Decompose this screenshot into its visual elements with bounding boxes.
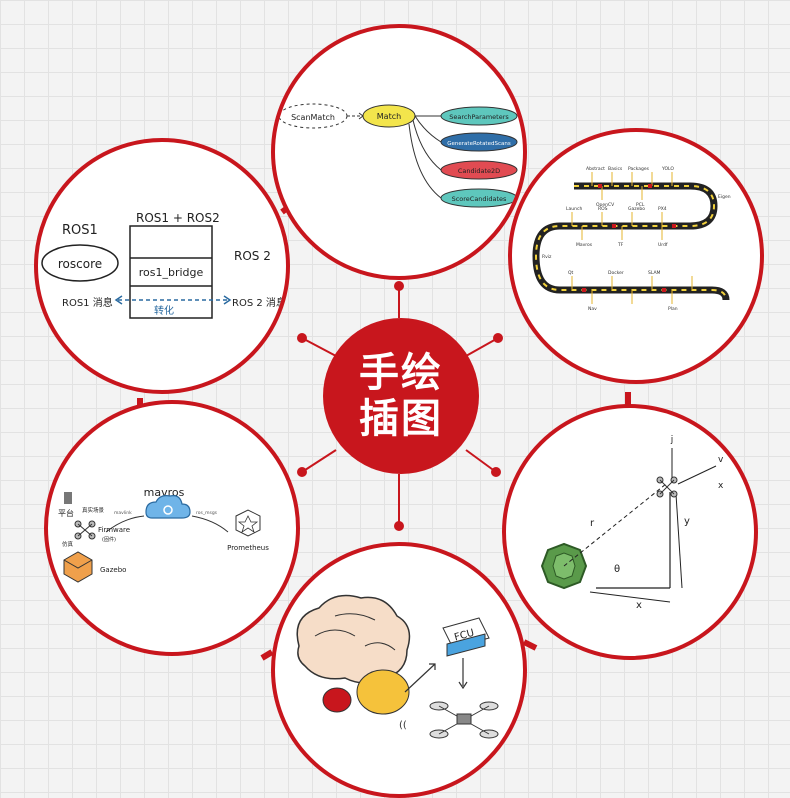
tower-icon [64, 492, 72, 504]
convert-label: 转化 [154, 304, 174, 317]
roadmap-label-3: YOLO [661, 166, 674, 172]
j-label: j [670, 435, 674, 445]
real-label: 真实场景 [82, 506, 105, 514]
mavros-bubble: mavros mavlink ros_msgs 平台 真实场景 Firmware… [44, 400, 300, 656]
roadmap-label-17: SLAM [648, 270, 661, 276]
bridge-label: ros1_bridge [139, 266, 204, 279]
firmware-cn-label: (固件) [102, 536, 116, 543]
connector-lower-left [301, 449, 337, 473]
roscore-label: roscore [58, 257, 102, 271]
roadmap-label-5: PCL [636, 202, 645, 208]
connector-dot-top [394, 281, 404, 291]
x-label: x [636, 600, 642, 611]
bridge-box [129, 225, 213, 319]
center-title-line2: 插图 [359, 396, 443, 442]
match-label: Match [377, 112, 401, 121]
xaxis-label: x [718, 481, 724, 491]
item-scorecandidates: ScoreCandidates [452, 195, 507, 203]
mavros-diagram: mavros mavlink ros_msgs 平台 真实场景 Firmware… [58, 486, 269, 583]
roadmap-diagram: Abstract Basics Packages YOLO OpenCV PCL… [532, 166, 731, 312]
connector-upper-left [301, 337, 337, 357]
ros2-label: ROS 2 [234, 249, 271, 263]
ros-bridge-diagram: ROS1 ROS1 + ROS2 ROS 2 roscore ros1_brid… [41, 211, 286, 319]
roadmap-label-2: Packages [628, 166, 650, 172]
ros1-ros2-label: ROS1 + ROS2 [136, 211, 220, 225]
scorecandidates-node [440, 188, 518, 208]
theta-label: θ [614, 564, 620, 575]
roscore-node [41, 244, 119, 282]
brain-fcu-diagram: FCU (( [296, 594, 499, 739]
prometheus-icon [235, 509, 261, 537]
item-generaterotatedscans: GenerateRotatedScans [447, 141, 511, 147]
item-candidate2d: Candidate2D [458, 167, 500, 175]
geometry-diagram: x y θ r j v x [540, 435, 724, 611]
geometry-bubble: x y θ r j v x [502, 404, 758, 660]
plat-label: 平台 [58, 508, 74, 518]
ros1-label: ROS1 [62, 223, 98, 238]
connector-dot-lower-left [297, 467, 307, 477]
roadmap-label-1: Basics [608, 166, 623, 172]
candidate2d-node [440, 160, 518, 180]
roadmap-label-7: Launch [566, 206, 582, 212]
roadmap-label-14: Rviz [542, 254, 552, 260]
roadmap-label-10: PX4 [658, 206, 667, 212]
sim-label: 仿真 [62, 540, 74, 548]
drone-icon [74, 520, 96, 540]
roadmap-label-4: OpenCV [596, 202, 615, 208]
roadmap-bubble: Abstract Basics Packages YOLO OpenCV PCL… [508, 128, 764, 384]
searchparameters-node [440, 106, 518, 126]
scanmatch-flowchart-bubble: ScanMatch Match SearchParameters Generat… [271, 24, 527, 280]
firmware-label: Firmware [98, 526, 130, 534]
brain-fcu-bubble: FCU (( [271, 542, 527, 798]
prometheus-label: Prometheus [227, 544, 269, 552]
arrow-right-label: ros_msgs [196, 510, 218, 516]
roadmap-label-0: Abstract [586, 166, 605, 172]
roadmap-label-11: Mavros [576, 242, 593, 248]
cerebellum-icon [356, 669, 410, 715]
connector-upper-right [465, 337, 499, 357]
generaterotatedscans-node [440, 132, 518, 152]
roadmap-label-8: ROS [598, 206, 608, 212]
ros2-message-label: ROS 2 消息 [232, 296, 286, 309]
brain-icon [296, 594, 411, 684]
ros-bridge-bubble: ROS1 ROS1 + ROS2 ROS 2 roscore ros1_brid… [34, 138, 290, 394]
roadmap-label-19: Plan [668, 306, 678, 312]
roadmap-label-15: Qt [568, 270, 574, 276]
connector-dot-lower-right [491, 467, 501, 477]
connector-dot-upper-right [493, 333, 503, 343]
roadmap-label-16: Docker [608, 270, 624, 276]
connector-lower-right [465, 449, 497, 473]
gazebo-icon [63, 551, 93, 583]
roadmap-road [532, 182, 730, 301]
drone-icon [656, 476, 678, 498]
y-label: y [684, 516, 690, 527]
roadmap-label-12: TF [617, 242, 624, 248]
cloud-icon [145, 495, 191, 519]
ros1-message-label: ROS1 消息 [62, 296, 113, 309]
center-title-badge: 手绘 插图 [323, 318, 479, 474]
motion-marks: (( [399, 720, 407, 731]
gazebo-label: Gazebo [100, 566, 126, 574]
fcu-label: FCU [453, 628, 475, 644]
center-title-line1: 手绘 [359, 350, 443, 396]
drone-icon [429, 701, 499, 739]
roadmap-label-13: Urdf [658, 242, 668, 248]
roadmap-label-18: Nav [588, 306, 597, 312]
item-searchparameters: SearchParameters [449, 113, 509, 121]
v-label: v [718, 455, 724, 465]
r-label: r [590, 518, 595, 529]
roadmap-label-9: Gazebo [628, 206, 645, 212]
connector-dot-upper-left [297, 333, 307, 343]
amygdala-icon [322, 687, 352, 713]
arrow-left-label: mavlink [114, 510, 132, 516]
connector-dot-bottom [394, 521, 404, 531]
scanmatch-label: ScanMatch [291, 113, 335, 122]
scanmatch-flowchart: ScanMatch Match SearchParameters Generat… [278, 103, 518, 208]
roadmap-label-6: Eigen [718, 194, 731, 200]
